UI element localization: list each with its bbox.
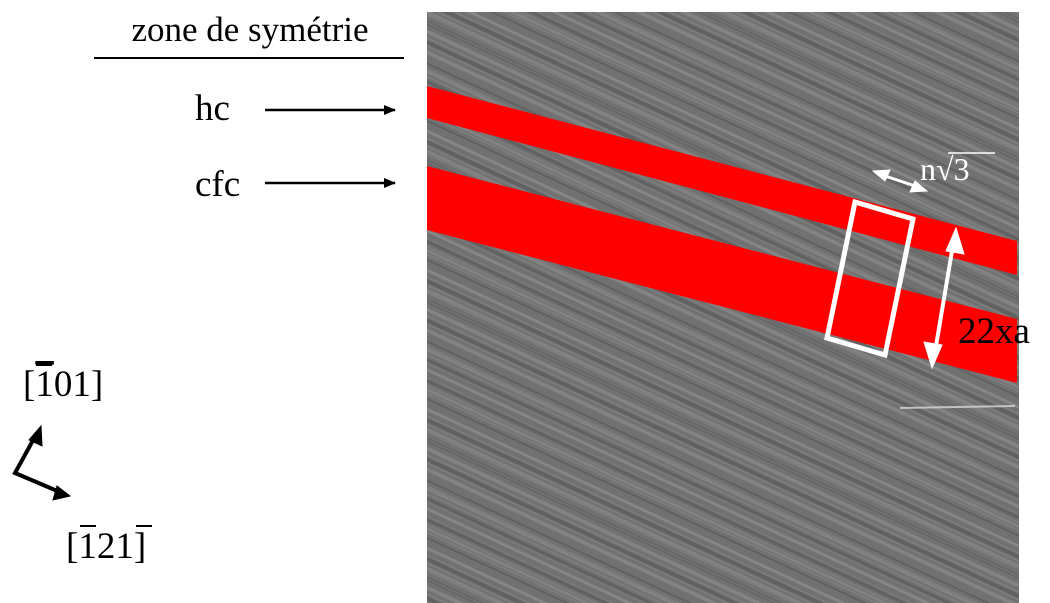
double-headed-arrow-icon (923, 226, 965, 370)
hc-label: hc (195, 88, 230, 129)
cfc-label: cfc (195, 164, 240, 205)
double-headed-arrow-icon (871, 169, 929, 193)
direction-up-label: [101] (23, 364, 103, 405)
width-label: n√3 (920, 151, 970, 187)
unit-cell-outline (824, 198, 916, 359)
axis-arrows-icon (12, 424, 72, 501)
zone-title: zone de symétrie (131, 10, 368, 49)
hc-band (427, 86, 1017, 275)
height-label: 22xa (958, 311, 1030, 352)
direction-right-label: [121] (66, 526, 146, 567)
cfc-band (427, 166, 1017, 383)
